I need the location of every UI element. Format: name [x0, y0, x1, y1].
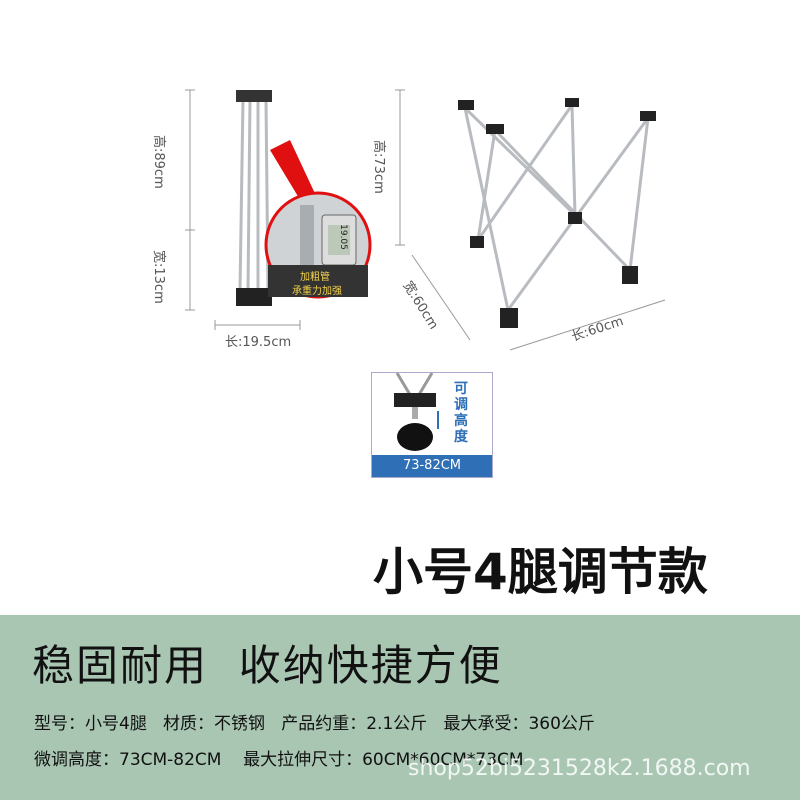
height-range-label: 73-82CM [372, 455, 492, 477]
spec-band [0, 615, 800, 800]
folded-length-label: 长:19.5cm [225, 335, 292, 350]
caliper-reading: 19.05 [337, 224, 348, 250]
folded-width-label: 宽:13cm [151, 250, 166, 304]
callout-text-1: 加粗管 [300, 272, 330, 283]
height-adjust-inset: 可调高度 73-82CM [371, 372, 493, 478]
adjustable-foot-icon [394, 373, 439, 451]
spec-line-2: 微调高度：73CM-82CM 最大拉伸尺寸：60CM*60CM*73CM [34, 750, 524, 770]
folded-height-label: 高:89cm [151, 135, 166, 189]
slogan: 稳固耐用 收纳快捷方便 [32, 641, 503, 690]
unfolded-height-label: 高:73cm [371, 140, 386, 194]
spec-line-1: 型号：小号4腿 材质：不锈钢 产品约重：2.1公斤 最大承受：360公斤 [34, 714, 595, 734]
callout-text-2: 承重力加强 [292, 286, 342, 297]
adjust-height-label: 可调高度 [454, 381, 468, 445]
folded-stand-illustration [185, 89, 666, 351]
watermark: shop52bi5231528k2.1688.com [408, 756, 751, 781]
product-title: 小号4腿调节款 [373, 543, 708, 601]
